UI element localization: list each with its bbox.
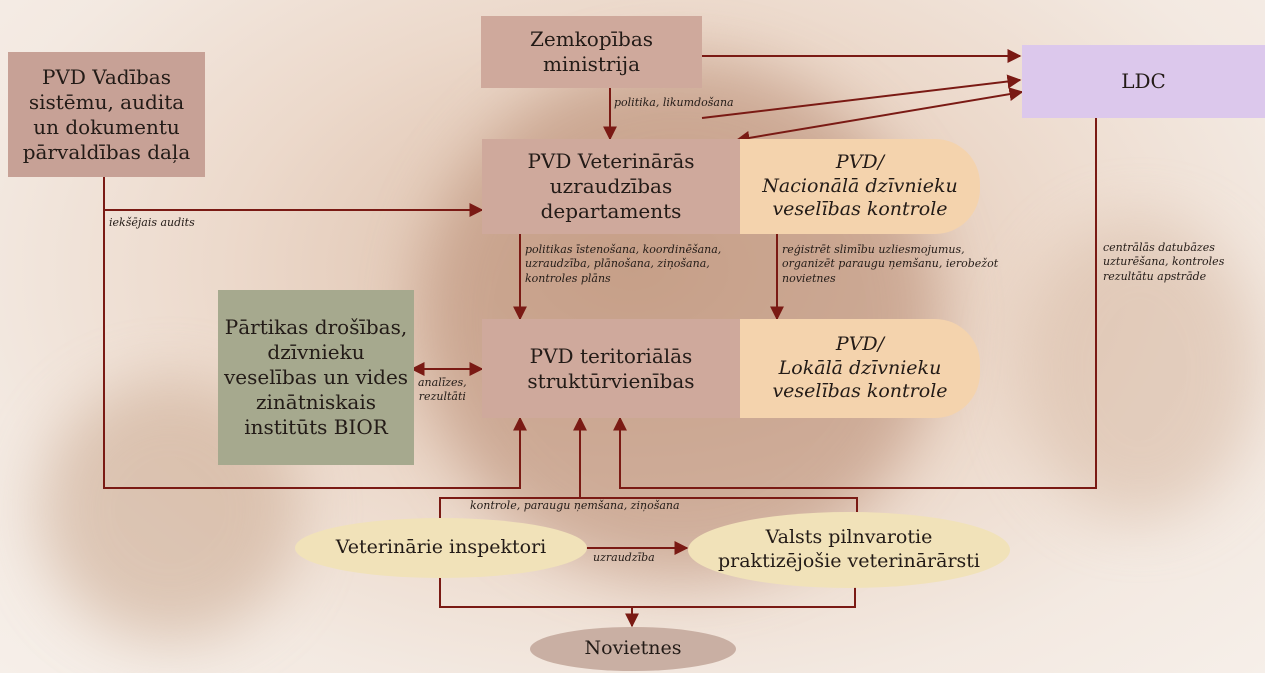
node-ldc: LDC: [1022, 45, 1265, 118]
node-holdings: Novietnes: [530, 627, 736, 671]
edge-label-central-db: centrālās datubāzes uzturēšana, kontrole…: [1103, 241, 1225, 283]
edge-to-holdings: [439, 570, 856, 608]
edge-ministry-ldc-2: [701, 74, 1022, 119]
edge-label-supervision: uzraudzība: [593, 551, 655, 564]
node-national-control: PVD/ Nacionālā dzīvnieku veselības kontr…: [740, 139, 980, 234]
node-bior: Pārtikas drošības, dzīvnieku veselības u…: [218, 290, 414, 465]
edge-label-policy: politika, likumdošana: [614, 96, 734, 109]
node-pvd-territorial: PVD teritoriālās struktūrvienības: [482, 319, 740, 418]
background-blob: [1020, 220, 1260, 520]
edge-mgmt-territorial: [103, 177, 527, 489]
edge-ldc-vetdept: [735, 87, 1024, 145]
edge-label-control-sampling: kontrole, paraugu ņemšana, ziņošana: [470, 499, 680, 512]
edge-label-implementation: politikas īstenošana, koordinēšana, uzra…: [525, 243, 722, 285]
node-inspectors: Veterinārie inspektori: [295, 518, 587, 578]
edge-label-register: reģistrēt slimību uzliesmojumus, organiz…: [782, 243, 999, 285]
edge-ldc-territorial: [613, 118, 1097, 489]
node-pvd-vet-department: PVD Veterinārās uzraudzības departaments: [482, 139, 740, 234]
node-local-control: PVD/ Lokālā dzīvnieku veselības kontrole: [740, 319, 980, 418]
edge-label-internal-audit: iekšējais audits: [109, 216, 195, 229]
node-pvd-management: PVD Vadības sistēmu, audita un dokumentu…: [8, 52, 205, 177]
edge-label-analyses: analīzes, rezultāti: [418, 376, 467, 404]
node-vets: Valsts pilnvarotie praktizējošie veterin…: [688, 512, 1010, 588]
edge-inspectors-vets-territorial: [439, 497, 858, 530]
